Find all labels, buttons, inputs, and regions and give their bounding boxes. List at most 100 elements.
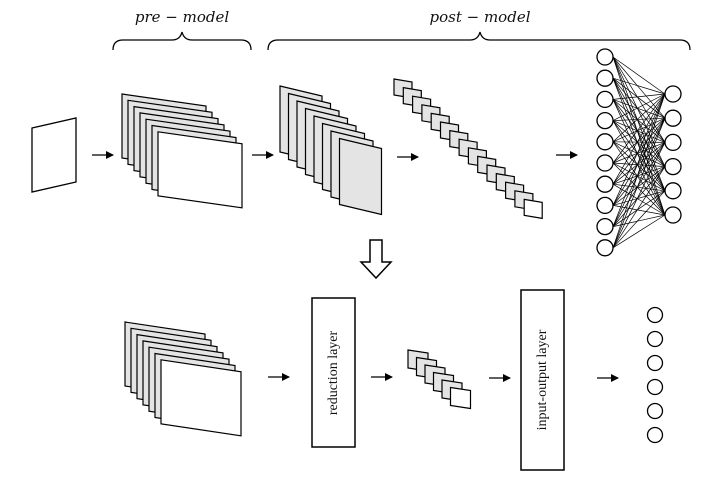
dense-connection <box>612 56 666 95</box>
dense-input-node <box>596 175 614 193</box>
dense-connection <box>612 77 666 119</box>
pooling-sheet <box>523 198 543 220</box>
output-nodes <box>646 306 664 444</box>
pre-model-brace <box>112 31 252 51</box>
dense-connection <box>612 141 666 143</box>
dense-connection <box>612 190 666 206</box>
output-node <box>646 330 664 348</box>
dense-connection <box>612 162 666 192</box>
dense-connection <box>612 78 666 167</box>
pooling-feature-stack <box>393 78 543 220</box>
pre-model-feature-stack <box>121 93 243 209</box>
dense-input-node <box>596 90 614 109</box>
dense-input-node <box>596 69 614 87</box>
output-node <box>646 402 664 420</box>
dense-connection <box>612 118 666 206</box>
dense-connection <box>612 166 666 185</box>
dense-connection <box>612 166 666 248</box>
dense-connection <box>612 166 666 206</box>
dense-connection <box>612 78 666 216</box>
dense-connection <box>612 99 666 119</box>
dense-connection <box>612 120 666 143</box>
dense-connection <box>612 142 666 185</box>
input-output-layer-box <box>520 289 565 471</box>
dense-connection <box>612 99 666 216</box>
dense-connection <box>612 214 666 249</box>
dense-connection <box>612 190 666 227</box>
dense-output-node <box>664 182 682 200</box>
dense-connection <box>612 205 666 216</box>
dense-connection <box>612 93 666 227</box>
dense-connection <box>612 93 666 100</box>
dense-connection <box>612 56 666 216</box>
dense-connection <box>612 117 666 143</box>
post-model-sheet <box>338 137 383 216</box>
reduced-feature-stack <box>407 349 472 410</box>
dense-connection <box>612 120 666 167</box>
dense-output-node <box>664 133 682 152</box>
post-model-feature-stack <box>279 85 383 216</box>
dense-connection <box>612 56 666 143</box>
reduction-layer-label: reduction layer <box>326 330 341 415</box>
dense-connection <box>612 183 666 192</box>
dense-input-node <box>596 217 614 236</box>
dense-connection <box>612 142 666 248</box>
dense-connection <box>612 183 666 216</box>
dense-connection <box>612 141 666 216</box>
dense-connection <box>612 56 666 167</box>
post-model-brace <box>267 31 691 51</box>
dense-connection <box>612 117 666 121</box>
dense-output-node <box>664 206 682 224</box>
dense-input-node <box>596 133 614 151</box>
dense-output-node <box>664 85 682 103</box>
dense-output-node <box>664 157 682 176</box>
dense-connection <box>612 141 666 192</box>
reduction-layer-box <box>311 297 356 448</box>
dense-network <box>596 48 682 257</box>
dense-connection <box>612 77 666 143</box>
dense-connection <box>612 162 666 167</box>
dense-connection <box>612 93 666 164</box>
dense-connection <box>612 99 666 167</box>
dense-input-node <box>596 196 614 215</box>
dense-connection <box>612 162 666 216</box>
dense-input-node <box>596 48 614 66</box>
reduced-sheet <box>449 386 472 410</box>
dense-connection <box>612 142 666 164</box>
pre-model-sheet <box>157 131 243 209</box>
dense-connection <box>612 93 666 143</box>
dense-connection <box>612 56 666 119</box>
dense-connection <box>612 118 666 248</box>
output-node <box>646 306 664 324</box>
dense-input-node <box>596 239 614 257</box>
dense-output-node <box>664 109 682 127</box>
dense-connection <box>612 166 666 227</box>
input-output-layer-label: input-output layer <box>535 329 550 430</box>
dense-input-node <box>596 154 614 172</box>
dense-connection <box>612 117 666 164</box>
dense-connection <box>612 141 666 167</box>
pre-model-label: pre − model <box>135 8 229 26</box>
dense-connection <box>612 117 666 185</box>
hollow-down-arrow <box>359 239 393 280</box>
output-node <box>646 354 664 372</box>
dense-connection <box>612 142 666 206</box>
reused-pre-model-stack <box>124 321 242 437</box>
dense-connection <box>612 99 666 143</box>
dense-connection <box>612 214 666 227</box>
output-node <box>646 378 664 396</box>
dense-connection <box>612 78 666 191</box>
dense-input-node <box>596 111 614 130</box>
dense-connection <box>612 142 666 227</box>
dense-connection <box>612 120 666 216</box>
dense-connection <box>612 93 666 248</box>
dense-connection <box>612 56 666 191</box>
dense-connection <box>612 93 666 206</box>
dense-connection <box>612 77 666 95</box>
post-model-label: post − model <box>430 8 531 26</box>
dense-connection <box>612 118 666 227</box>
dense-connection <box>612 93 666 185</box>
reused-pre-model-sheet <box>160 359 242 437</box>
